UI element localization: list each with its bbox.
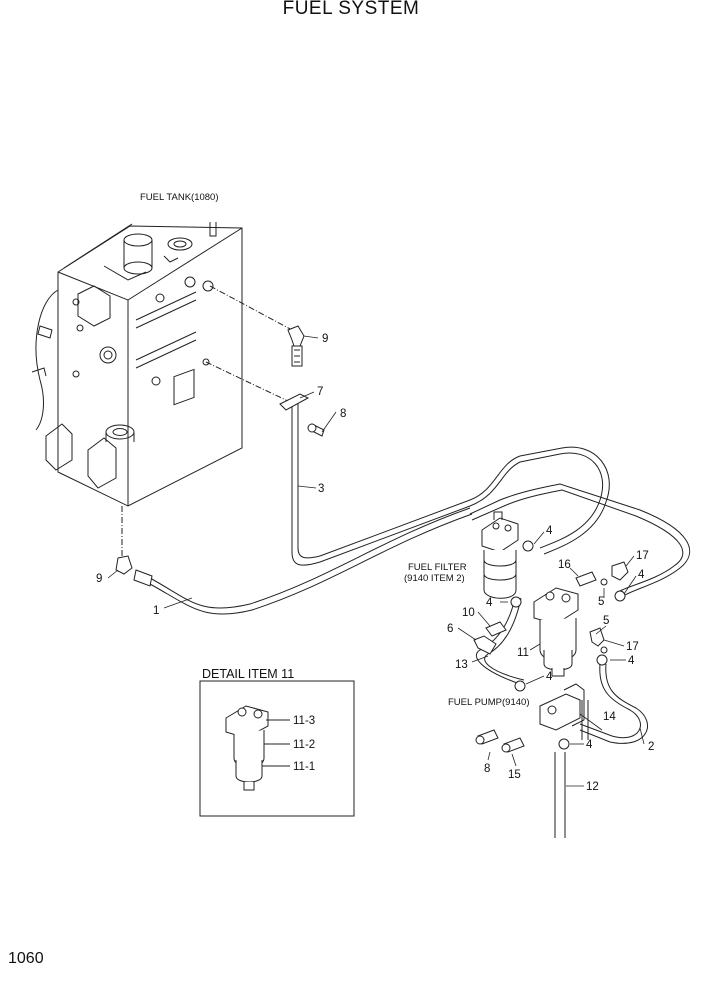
callout-10: 10: [462, 607, 475, 619]
detail-title: DETAIL ITEM 11: [202, 667, 294, 681]
fuel-filter-caption-line2: (9140 ITEM 2): [404, 573, 465, 584]
fuel-tank-caption: FUEL TANK(1080): [140, 192, 219, 203]
callouts: 9 7 8 3 9 1 4 4 16 5 17 4 10 6 13 11 5 1…: [96, 333, 654, 793]
callout-15: 15: [508, 769, 521, 781]
callout-4-d: 4: [628, 655, 635, 667]
callout-11: 11: [517, 647, 529, 659]
callout-1: 1: [153, 605, 159, 617]
detail-label-11-3: 11-3: [293, 715, 315, 727]
detail-label-11-1: 11-1: [293, 761, 315, 773]
callout-2: 2: [648, 741, 654, 753]
callout-17-b: 17: [626, 641, 639, 653]
detail-label-11-2: 11-2: [293, 739, 315, 751]
callout-6: 6: [447, 623, 453, 635]
detail-filter: [225, 705, 290, 791]
callout-4-b: 4: [486, 597, 493, 609]
callout-16: 16: [558, 559, 571, 571]
callout-8-bottom: 8: [484, 763, 490, 775]
detail-frame: [199, 680, 355, 817]
fuel-tank: [31, 222, 293, 560]
callout-9-top: 9: [322, 333, 328, 345]
callout-4-e: 4: [546, 671, 553, 683]
callout-5-a: 5: [598, 596, 604, 608]
callout-7: 7: [317, 386, 323, 398]
callout-4-f: 4: [586, 739, 593, 751]
leader-lines: [107, 335, 645, 787]
callout-17-a: 17: [636, 550, 649, 562]
callout-5-b: 5: [603, 615, 609, 627]
callout-4-a: 4: [546, 525, 553, 537]
callout-12: 12: [586, 781, 599, 793]
fuel-lines: [149, 400, 690, 838]
fuel-pump-caption: FUEL PUMP(9140): [448, 697, 529, 708]
callout-4-c: 4: [638, 569, 645, 581]
page-number: 1060: [8, 950, 44, 967]
components: [115, 325, 629, 753]
callout-9-bottom: 9: [96, 573, 102, 585]
fuel-filter-caption-line1: FUEL FILTER: [408, 562, 467, 573]
page-title: FUEL SYSTEM: [282, 0, 420, 19]
callout-14: 14: [603, 711, 616, 723]
callout-13: 13: [455, 659, 468, 671]
detail-item-11: DETAIL ITEM 11 11-3 11-2 11-1: [199, 667, 355, 817]
callout-3: 3: [318, 483, 324, 495]
callout-8-top: 8: [340, 408, 346, 420]
